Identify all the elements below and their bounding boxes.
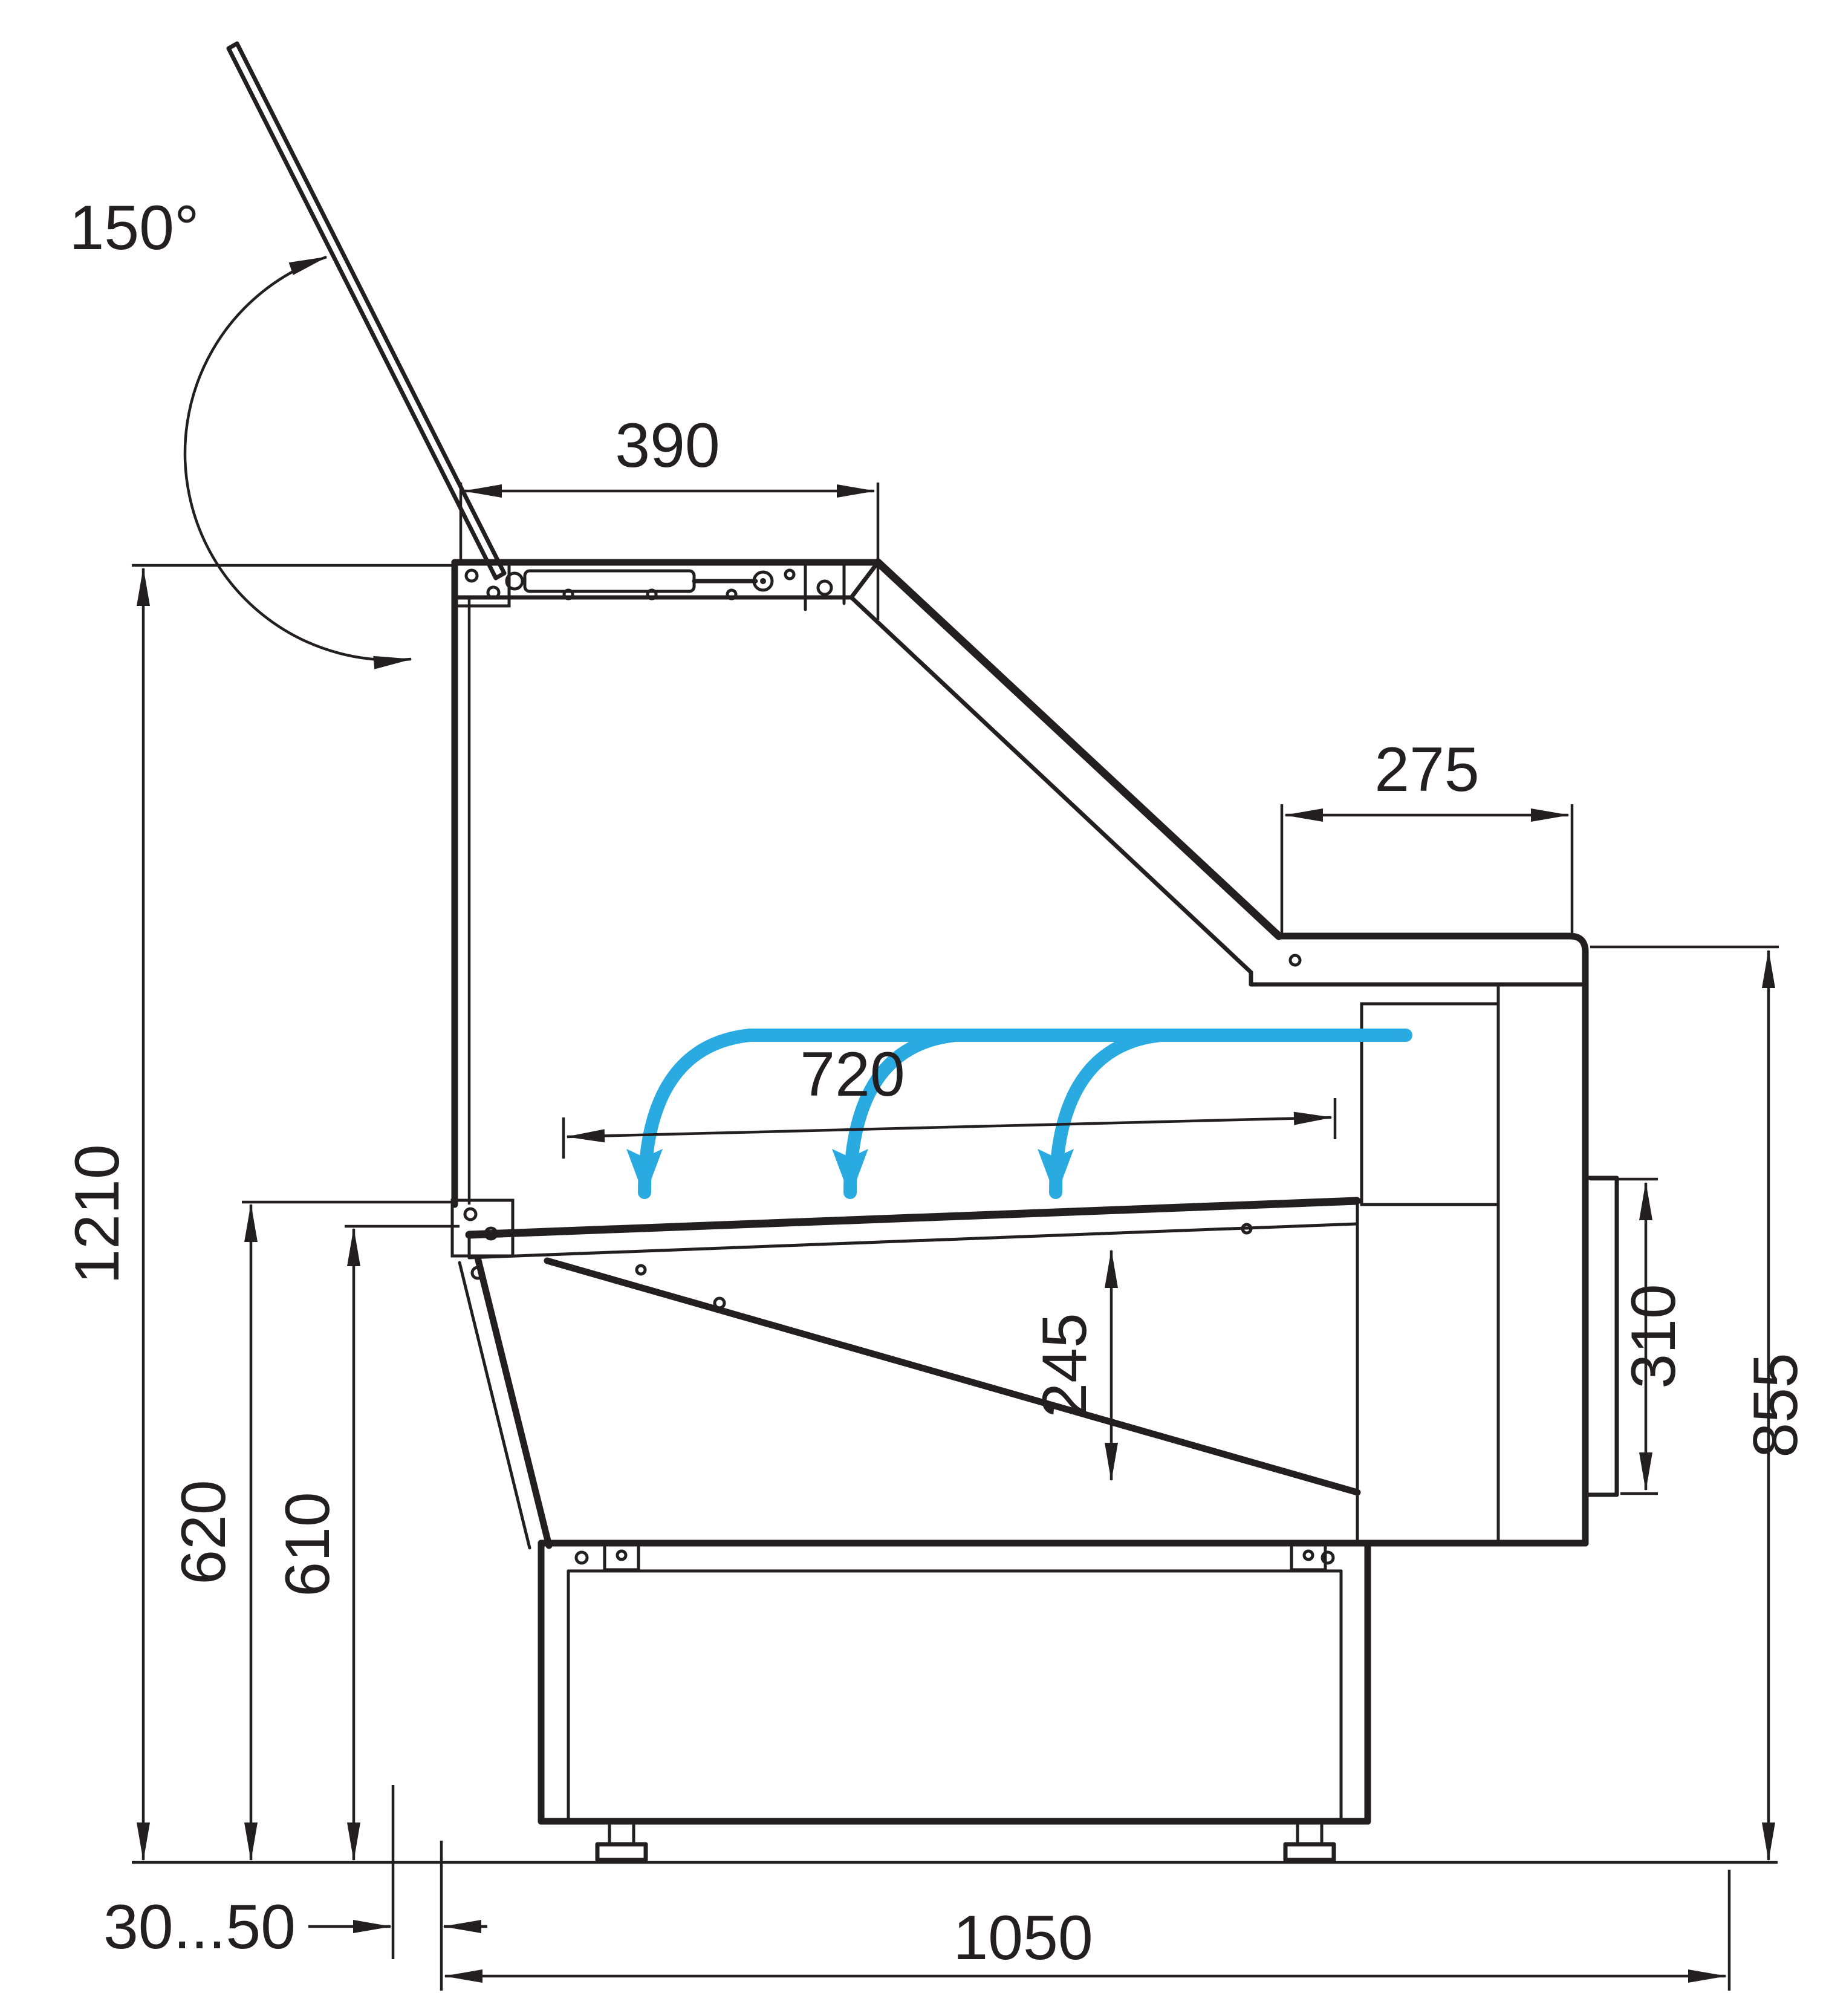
dim-label-275: 275	[1374, 735, 1480, 805]
airflow-arrow-2	[832, 1029, 962, 1199]
well-bottom	[544, 1257, 1361, 1496]
rear-foot-pad	[1283, 1842, 1336, 1862]
dim-label-855: 855	[1741, 1353, 1811, 1458]
dim-label-610: 610	[273, 1492, 343, 1597]
airflow-arrow-1	[626, 1029, 756, 1199]
adjustable-feet	[595, 1819, 1336, 1862]
dim-label-620: 620	[169, 1480, 239, 1585]
rear-service-panel	[1583, 1175, 1619, 1497]
dimension-labels: 150° 390 275 720 1210 620 610 245 310 85…	[62, 193, 1811, 1973]
dim-label-310: 310	[1619, 1284, 1689, 1389]
extension-lines	[132, 483, 1779, 1991]
rear-shelf	[1249, 932, 1589, 987]
canopy-frame	[451, 558, 1283, 975]
dim-line-720	[566, 1111, 1333, 1143]
air-duct-box	[1360, 1002, 1500, 1206]
front-glass-inner	[849, 595, 1253, 975]
deck-surface	[465, 1197, 1361, 1239]
front-glass-outer	[874, 558, 1283, 940]
dim-label-720: 720	[800, 1039, 905, 1110]
dim-label-1050: 1050	[953, 1903, 1093, 1973]
dimension-lines	[137, 484, 1775, 1983]
dim-label-1210: 1210	[62, 1144, 132, 1284]
dim-label-390: 390	[615, 411, 720, 481]
front-kick-panel	[474, 1254, 553, 1549]
airflow-arrow-3	[1038, 1029, 1168, 1199]
airflow-arrows	[626, 1029, 1412, 1199]
display-deck	[465, 1197, 1361, 1545]
rear-column	[1356, 979, 1619, 1547]
rear-shelf-top	[1275, 932, 1589, 986]
front-foot-pad	[595, 1842, 648, 1862]
dim-label-toe: 30...50	[103, 1892, 296, 1962]
angle-arc	[183, 255, 412, 669]
dim-label-245: 245	[1030, 1313, 1100, 1418]
dim-label-angle: 150°	[69, 193, 199, 263]
base-plinth	[538, 1540, 1589, 1825]
